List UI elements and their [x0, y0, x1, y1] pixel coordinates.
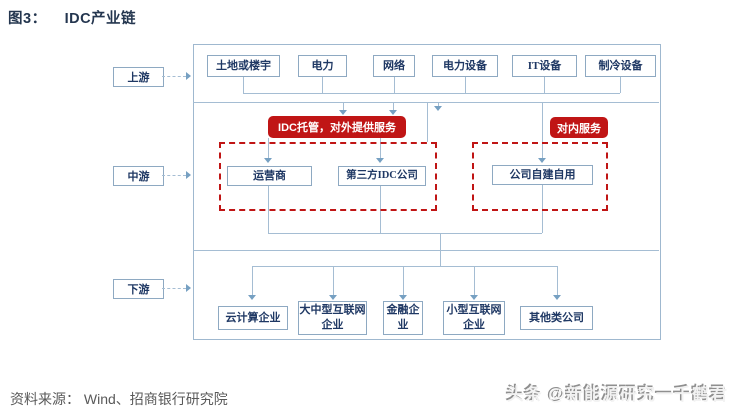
external-service-group [219, 142, 437, 211]
section-divider-bottom [193, 250, 659, 251]
downstream-box-small-internet: 小型互联网企业 [443, 301, 505, 335]
downstream-box-other: 其他类公司 [520, 306, 593, 330]
upstream-box-label: 电力设备 [443, 59, 487, 72]
midstream-box-label: 运营商 [253, 169, 286, 182]
stage-upstream-label: 上游 [127, 72, 150, 84]
connector-line [394, 77, 395, 93]
connector-line [343, 102, 344, 110]
connector-line [243, 93, 620, 94]
midstream-box-self-built: 公司自建自用 [492, 165, 593, 185]
stage-downstream: 下游 [113, 279, 164, 299]
connector-line [542, 102, 543, 158]
connector-arrow [186, 284, 191, 292]
downstream-box-finance: 金融企业 [383, 301, 423, 335]
connector-arrow [329, 295, 337, 300]
connector-line [403, 266, 404, 295]
connector-line [544, 77, 545, 93]
figure-title: 图3： IDC产业链 [8, 7, 136, 28]
connector-line [438, 102, 439, 106]
connector-line [440, 233, 441, 266]
midstream-box-third-party-idc: 第三方IDC公司 [338, 166, 426, 186]
connector-arrow [553, 295, 561, 300]
stage-upstream: 上游 [113, 67, 164, 87]
downstream-box-cloud: 云计算企业 [218, 306, 288, 330]
connector-arrow [434, 106, 442, 111]
internal-service-group [472, 142, 608, 211]
internal-service-label: 对内服务 [557, 122, 601, 135]
connector-line [268, 233, 542, 234]
connector-arrow [376, 158, 384, 163]
downstream-box-label: 金融企业 [386, 304, 420, 331]
upstream-box-cooling-equipment: 制冷设备 [585, 55, 656, 77]
upstream-box-label: 电力 [311, 59, 334, 72]
connector-line [620, 77, 621, 93]
downstream-box-label: 小型互联网企业 [446, 304, 502, 331]
downstream-box-large-internet: 大中型互联网企业 [298, 301, 367, 335]
connector-arrow [248, 295, 256, 300]
connector-line [243, 77, 244, 93]
connector-line [162, 288, 186, 289]
figure-number: 图3： [8, 11, 47, 27]
connector-line [380, 138, 381, 158]
internal-service-pill: 对内服务 [550, 117, 608, 138]
connector-line [474, 266, 475, 295]
stage-midstream-label: 中游 [127, 171, 150, 183]
upstream-box-power-equipment: 电力设备 [432, 55, 498, 77]
upstream-box-land-building: 土地或楼宇 [207, 55, 280, 77]
connector-line [465, 77, 466, 93]
midstream-box-label: 公司自建自用 [509, 168, 576, 181]
upstream-box-label: 土地或楼宇 [216, 59, 271, 72]
connector-line [162, 175, 186, 176]
downstream-box-label: 大中型互联网企业 [299, 304, 366, 331]
stage-midstream: 中游 [113, 166, 164, 186]
upstream-box-it-equipment: IT设备 [512, 55, 577, 77]
connector-arrow [339, 110, 347, 115]
midstream-box-operator: 运营商 [227, 166, 312, 186]
connector-arrow [538, 158, 546, 163]
source-note: 资料来源： Wind、招商银行研究院 [10, 391, 228, 407]
watermark: 头条 @新能源研究一千鹤君 [506, 385, 728, 404]
connector-line [427, 102, 428, 142]
connector-line [252, 266, 253, 295]
connector-line [162, 76, 186, 77]
connector-arrow [186, 72, 191, 80]
connector-arrow [186, 171, 191, 179]
upstream-box-power: 电力 [298, 55, 347, 77]
connector-line [252, 266, 558, 267]
connector-line [557, 266, 558, 295]
downstream-box-label: 其他类公司 [529, 311, 584, 324]
connector-arrow [389, 110, 397, 115]
downstream-box-label: 云计算企业 [225, 311, 281, 324]
connector-line [393, 102, 394, 110]
connector-arrow [399, 295, 407, 300]
upstream-box-label: 制冷设备 [598, 59, 643, 72]
connector-line [333, 266, 334, 295]
connector-arrow [264, 158, 272, 163]
stage-downstream-label: 下游 [127, 284, 150, 296]
connector-line [268, 138, 269, 158]
upstream-box-network: 网络 [373, 55, 415, 77]
figure-name: IDC产业链 [64, 11, 137, 27]
section-divider-top [193, 102, 659, 103]
external-service-pill: IDC托管，对外提供服务 [268, 116, 406, 138]
connector-line [322, 77, 323, 93]
upstream-box-label: IT设备 [527, 59, 562, 72]
upstream-box-label: 网络 [383, 59, 405, 72]
midstream-box-label: 第三方IDC公司 [346, 169, 418, 181]
external-service-label: IDC托管，对外提供服务 [278, 122, 396, 134]
connector-arrow [470, 295, 478, 300]
